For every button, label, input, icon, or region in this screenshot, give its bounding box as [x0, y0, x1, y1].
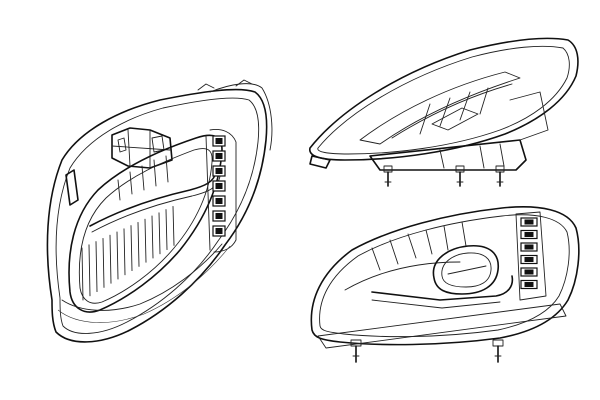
led-chip: [215, 198, 223, 204]
reflector-slat: [102, 237, 105, 288]
mounting-tab: [65, 169, 79, 206]
led-module-column-rear: [520, 217, 538, 290]
led-chip: [524, 232, 534, 237]
headlight-top-oblique-view: [309, 37, 579, 187]
lens-outline-top: [309, 37, 579, 161]
top-inner-channel: [359, 71, 521, 145]
connector-housing: [111, 127, 173, 169]
reflector-slat: [81, 247, 84, 301]
reflector-slat: [137, 221, 140, 267]
mount-stud-base: [492, 339, 504, 347]
mount-studs-top: [383, 165, 505, 187]
reflector-slat: [95, 241, 98, 293]
led-chip: [524, 282, 534, 287]
reflector-slat: [116, 231, 119, 280]
reflector-slat: [144, 218, 147, 263]
led-chip: [215, 138, 223, 144]
led-chip: [215, 168, 223, 174]
led-chip: [215, 153, 223, 159]
drl-strip-rear: [371, 275, 514, 301]
outer-housing-rim: [55, 97, 260, 334]
reflector-slat: [130, 225, 133, 272]
reflector-slat: [123, 228, 126, 276]
led-module-column: [212, 135, 226, 237]
mount-stud-base: [455, 165, 465, 173]
reflector-slat: [109, 234, 112, 284]
reflector-slat: [88, 244, 91, 297]
led-chip: [215, 183, 223, 189]
reflector-slat: [151, 215, 154, 259]
outer-shell-rear: [310, 206, 580, 346]
reflector-slats: [81, 205, 175, 301]
inner-bezel: [68, 134, 223, 313]
rear-flange: [209, 83, 273, 151]
reflector-slat: [165, 209, 168, 251]
headlight-rear-oblique-view: [310, 206, 580, 363]
led-chip: [524, 257, 534, 262]
mount-stud-base: [383, 165, 393, 173]
upper-slats: [371, 221, 467, 271]
drl-light-guide: [89, 171, 217, 227]
led-chip: [215, 213, 223, 219]
led-chip: [524, 269, 534, 275]
led-chip: [524, 244, 534, 250]
reflector-slat: [158, 212, 161, 255]
reflector-slat: [172, 205, 175, 246]
led-chip: [215, 228, 223, 234]
rear-housing-block: [369, 139, 527, 171]
projector-ring: [432, 245, 499, 295]
mount-stud-base: [495, 165, 505, 173]
mount-studs-rear: [350, 339, 504, 363]
led-chip: [524, 219, 534, 225]
headlight-front-oblique-view: [46, 79, 273, 343]
outer-housing: [46, 88, 268, 343]
